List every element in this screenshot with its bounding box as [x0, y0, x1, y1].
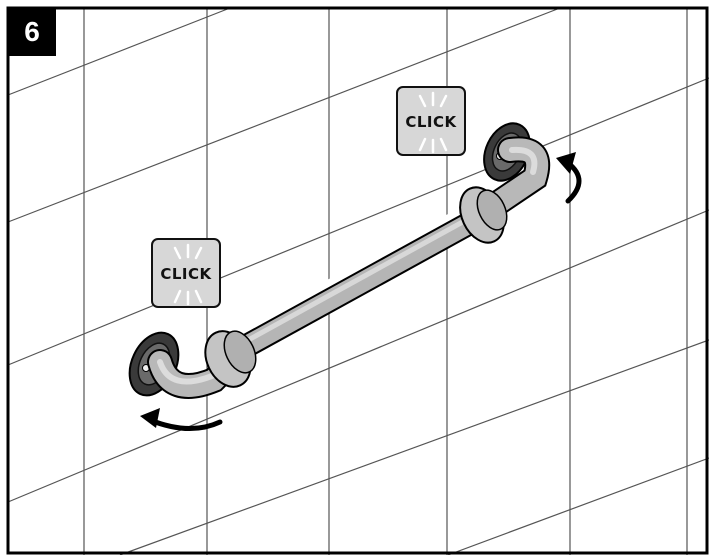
click-burst-icon [173, 243, 203, 306]
rotate-arrow-left [140, 408, 223, 432]
tile-wall [7, 7, 709, 555]
click-label-upper: CLICK [405, 113, 457, 131]
click-burst-icon [418, 91, 448, 154]
click-indicator-lower: CLICK [151, 238, 221, 308]
click-label-lower: CLICK [160, 265, 212, 283]
click-indicator-upper: CLICK [396, 86, 466, 156]
right-collar-ring [459, 186, 508, 244]
frame-border [6, 6, 709, 555]
rotate-arrow-right [556, 152, 582, 204]
grab-bar-tube [226, 201, 496, 365]
step-number-badge: 6 [8, 8, 56, 56]
step-number: 6 [24, 16, 40, 47]
left-collar-ring [204, 330, 257, 388]
